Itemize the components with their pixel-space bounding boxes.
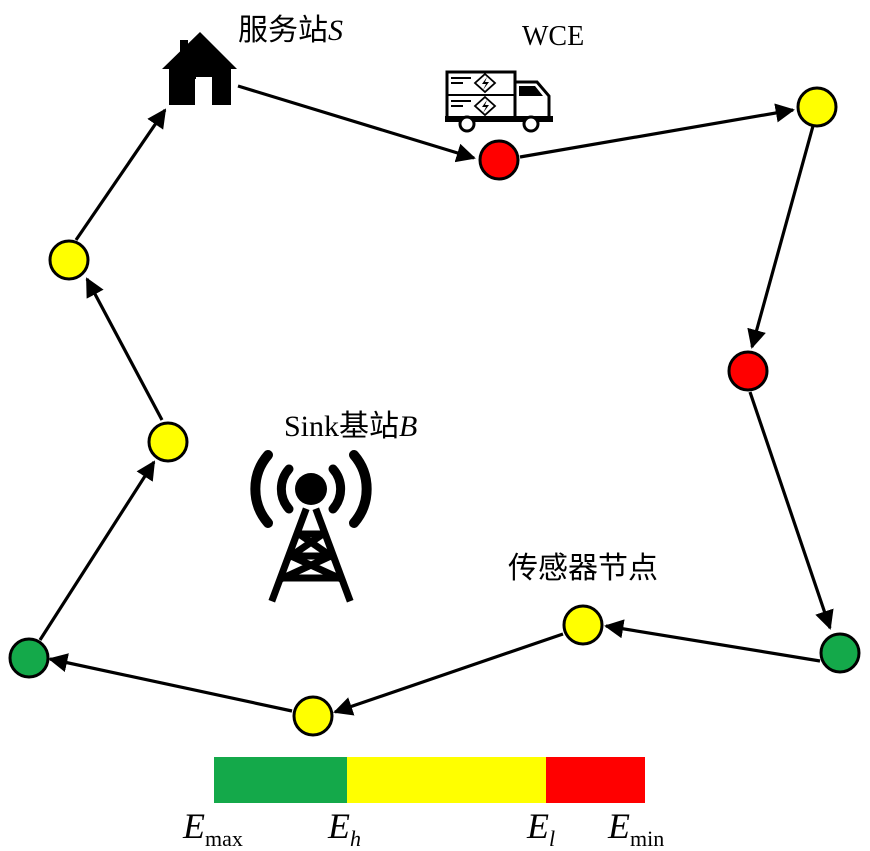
sensor-node-yellow [562, 604, 604, 646]
truck-icon [445, 70, 553, 133]
edge-station-to-node1 [237, 84, 476, 163]
edge-node3-to-node4 [748, 391, 834, 630]
edge-node9-to-station [74, 108, 167, 241]
sensor-node-red [478, 139, 520, 181]
sensor-node-yellow [147, 421, 189, 463]
threshold-e-l: El [526, 806, 555, 851]
sensor-node-green [8, 637, 50, 679]
edge-node4-to-node5 [604, 619, 821, 663]
threshold-e-max: Emax [182, 806, 243, 851]
vehicle-label: WCE [522, 21, 584, 52]
energy-legend-bar [214, 757, 645, 803]
sink-station-label: Sink基站B [284, 410, 417, 443]
sensor-nodes [8, 86, 861, 737]
route-edges [38, 84, 834, 716]
edge-node8-to-node9 [85, 277, 164, 421]
sensor-node-yellow [48, 239, 90, 281]
sensor-node-label: 传感器节点 [508, 552, 658, 585]
energy-thresholds: Emax Eh El Emin [182, 806, 664, 851]
sensor-node-yellow [292, 695, 334, 737]
sensor-node-red [727, 350, 769, 392]
sensor-node-yellow [796, 86, 838, 128]
edge-node1-to-node2 [519, 103, 795, 159]
energy-segment-medium [347, 757, 546, 803]
sensor-node-green [819, 632, 861, 674]
edge-node5-to-node6 [333, 632, 564, 716]
energy-segment-low [546, 757, 645, 803]
house-icon [162, 32, 237, 105]
edge-node7-to-node8 [38, 460, 156, 641]
energy-segment-high [214, 757, 347, 803]
radio-tower-icon [250, 450, 372, 603]
threshold-e-h: Eh [327, 806, 361, 851]
threshold-e-min: Emin [607, 806, 664, 851]
service-station-label: 服务站S [238, 14, 343, 47]
edge-node2-to-node3 [747, 125, 815, 349]
edge-node6-to-node7 [48, 653, 293, 713]
